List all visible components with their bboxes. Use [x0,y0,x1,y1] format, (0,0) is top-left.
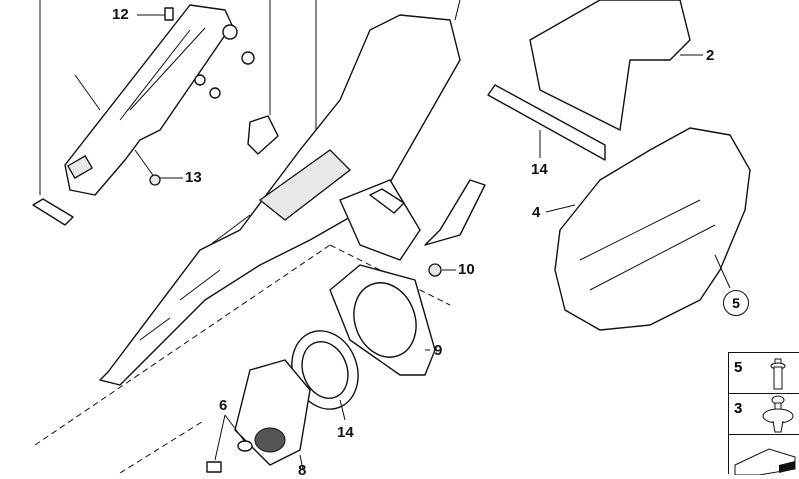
callout-2: 2 [706,47,715,64]
nut-6 [206,461,222,473]
trim-strip [487,84,606,161]
callout-12: 12 [112,6,129,23]
upper-trim-cover [529,0,691,131]
legend-row [729,435,799,475]
clip-10 [428,263,442,277]
nut-13 [149,174,161,186]
expanding-rivet-icon [762,395,794,433]
screw-icon [770,358,786,390]
legend-number: 3 [734,400,743,417]
leader-line [339,399,346,421]
callout-9: 9 [434,342,443,359]
leader-line [545,204,576,213]
fastener-legend: 5 3 [728,352,799,475]
leader-line [454,0,461,21]
legend-number: 5 [734,359,743,376]
callout-6: 6 [219,397,228,414]
leader-line [214,414,246,461]
callout-10: 10 [458,261,475,278]
steering-column-bracket [64,4,255,196]
lower-trim-cover [554,127,751,331]
leader-line [134,149,156,179]
callout-14-seal: 14 [337,424,354,441]
callout-14-strip: 14 [531,161,548,178]
legend-row: 3 [729,394,799,435]
shim-icon [734,448,796,475]
callout-13: 13 [185,169,202,186]
callout-5-circled: 5 [723,290,749,316]
leader-line [299,454,304,471]
boot-8 [234,359,311,466]
legend-row: 5 [729,353,799,394]
callout-4: 4 [532,204,541,221]
leader-line [74,74,101,111]
assembly-outline [34,244,451,473]
clip-part [247,115,279,155]
steering-column [99,14,486,386]
bolt-12 [164,7,174,21]
callout-8: 8 [298,462,307,479]
bolt-left [32,198,74,226]
washer-6 [237,440,253,452]
leader-line [714,254,731,289]
